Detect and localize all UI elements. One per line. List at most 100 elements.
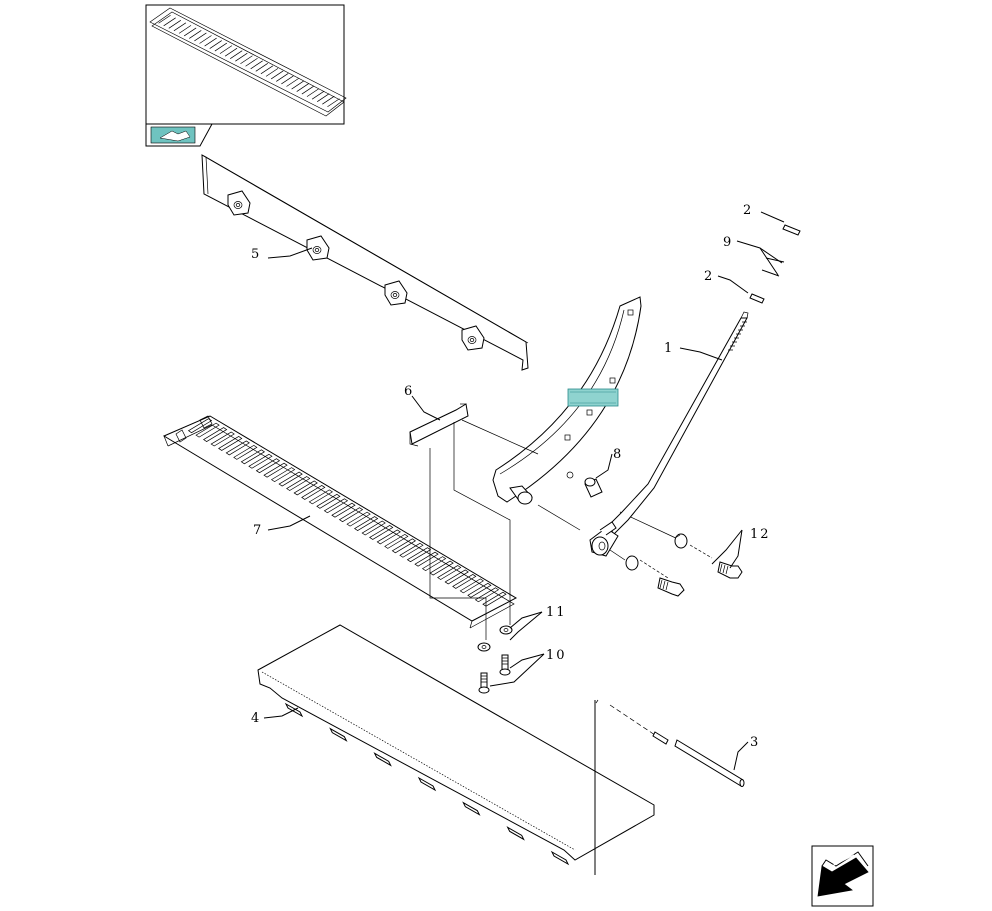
rail-mount-block [461, 325, 485, 351]
grate-slat [459, 578, 484, 594]
part-12-bolt-b [657, 577, 685, 597]
grate-slat [278, 471, 303, 487]
rail-mount-hole [312, 246, 322, 254]
curved-bracket [492, 296, 642, 505]
thumbnail-slat [214, 42, 228, 52]
rail-mount-hole-inner [314, 248, 320, 252]
thumbnail-slat [235, 52, 248, 62]
grate-slat [353, 516, 379, 531]
thumbnail-slat [255, 63, 268, 72]
grate-slat [437, 565, 462, 580]
thumbnail-slat [158, 14, 171, 24]
part-11-nut-a [499, 625, 513, 635]
label-3: 3 [750, 735, 760, 750]
thumbnail-slat [281, 75, 294, 85]
thumbnail-slat [173, 22, 187, 32]
grate-slat [376, 529, 401, 545]
thumbnail-slat [265, 68, 279, 77]
thumbnail-slat [163, 17, 176, 27]
leader-lines [263, 211, 785, 771]
grate-slat [225, 440, 250, 456]
label-1: 1 [664, 341, 674, 356]
assembly-thumbnail[interactable] [145, 4, 347, 147]
thumbnail-slat [270, 70, 284, 80]
label-5: 5 [251, 247, 261, 262]
thumbnail-slat [311, 90, 325, 100]
thumbnail-grate-icon [149, 7, 347, 117]
part-9-washers [761, 257, 785, 277]
label-2-bottom: 2 [704, 269, 714, 284]
thumbnail-slat [224, 47, 238, 57]
rail-mount-hole-inner [392, 293, 398, 297]
part-highlight-tag[interactable] [567, 388, 619, 407]
grate-slat [331, 502, 356, 518]
plate-hinge-knuckle [373, 752, 392, 767]
thumbnail-slat [322, 95, 335, 105]
plate-hinge-knuckle [506, 826, 525, 841]
part-7-slatted-bar [162, 415, 518, 629]
label-7: 7 [253, 523, 263, 538]
label-11: 11 [546, 605, 567, 620]
thumbnail-slat [286, 78, 299, 87]
grate-end-tab [199, 415, 213, 429]
grate-slat [293, 480, 318, 496]
rail-mount-hole [233, 201, 243, 209]
rail-mount-hole-inner [469, 338, 475, 342]
grate-slat [361, 520, 386, 536]
thumbnail-slat [276, 73, 289, 82]
part-3-pin [609, 704, 745, 787]
part-8-bushing [584, 477, 603, 498]
part-12-bolt-a [717, 561, 743, 579]
part-12-spacer-b [625, 555, 639, 571]
grate-slat [270, 467, 296, 483]
part-10-screw-b [478, 672, 490, 694]
grate-slat [346, 511, 371, 527]
plate-hinge-knuckle [417, 776, 437, 792]
grate-slat [195, 422, 220, 438]
thumbnail-slat [204, 37, 217, 47]
grate-slat [474, 587, 500, 603]
grate-slat [240, 449, 266, 465]
thumbnail-slat [291, 80, 304, 90]
thumbnail-slat [219, 45, 233, 54]
label-2-top: 2 [743, 203, 753, 218]
thumbnail-slat [317, 93, 330, 102]
grate-slat [248, 453, 273, 469]
thumbnail-slat [183, 27, 197, 37]
grate-slat [369, 525, 394, 540]
part-2-pin-bottom [749, 293, 765, 304]
label-12: 12 [750, 527, 771, 542]
grate-slat [399, 542, 424, 558]
thumbnail-slat [260, 65, 274, 75]
grate-slat [421, 556, 447, 572]
part-1-rod [589, 311, 749, 557]
thumbnail-slat [199, 35, 212, 44]
label-9: 9 [723, 235, 733, 250]
grate-slat [338, 507, 364, 523]
thumbnail-slat [306, 88, 320, 97]
grate-slat [263, 462, 288, 478]
label-10: 10 [546, 648, 567, 663]
grate-slat [452, 574, 477, 589]
part-2-pin-top [782, 224, 801, 236]
previous-page-button[interactable] [811, 845, 874, 907]
grate-slat [406, 547, 432, 563]
rail-mount-hole-inner [235, 203, 241, 207]
grate-slat [323, 498, 349, 514]
grate-slat [467, 582, 492, 598]
label-4: 4 [251, 711, 261, 726]
thumbnail-slat [230, 50, 243, 59]
part-6-clip [409, 403, 469, 447]
previous-page-arrow-icon [817, 851, 869, 897]
plate-hinge-knuckle [550, 850, 570, 866]
grate-end-tab [175, 429, 187, 443]
grate-slat [429, 560, 454, 576]
rail-mount-block [384, 280, 408, 306]
grate-slat [210, 431, 235, 447]
grate-slat [384, 533, 409, 549]
thumbnail-slat [178, 25, 192, 34]
grate-slat [308, 489, 333, 505]
grate-slat [391, 538, 417, 554]
part-5-rail [201, 154, 529, 371]
